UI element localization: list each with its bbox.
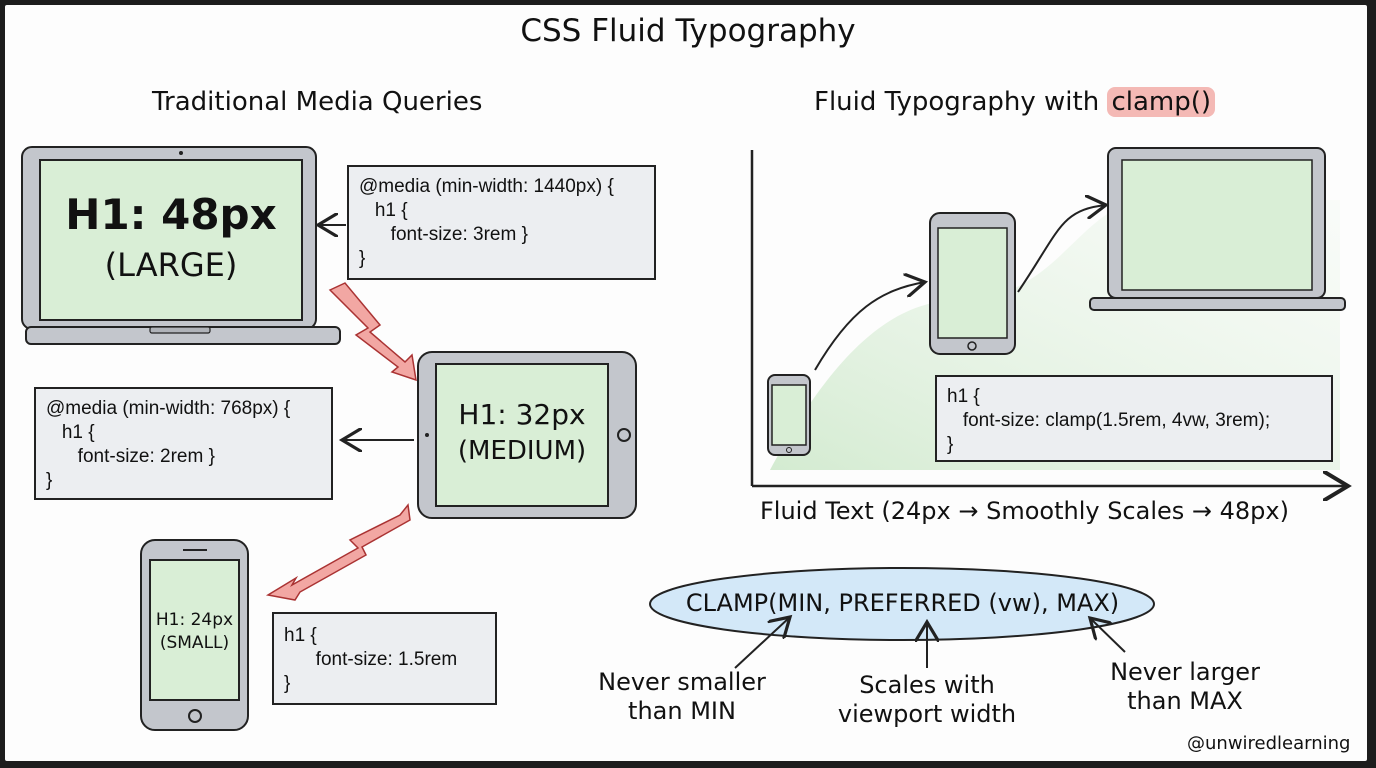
clamp-formula: CLAMP(MIN, PREFERRED (vw), MAX) — [685, 589, 1120, 617]
laptop-large-icon — [21, 146, 341, 345]
tablet-h1-size: H1: 32px — [458, 398, 586, 431]
annotation-min-line2: than MIN — [628, 697, 736, 725]
phone-size-label: (SMALL) — [159, 633, 230, 653]
tablet-medium-icon — [417, 351, 637, 519]
code-block-clamp: h1 { font-size: clamp(1.5rem, 4vw, 3rem)… — [935, 375, 1333, 462]
tablet-icon — [929, 212, 1016, 355]
page-title: CSS Fluid Typography — [520, 13, 856, 49]
lightning-arrow-icon — [265, 503, 411, 601]
arrow-to-max — [1090, 618, 1126, 653]
curve-arrow — [1017, 205, 1106, 293]
annotation-preferred-line2: viewport width — [837, 700, 1017, 728]
annotation-preferred-line1: Scales with — [859, 671, 995, 699]
annotation-min-line1: Never smaller — [598, 668, 766, 696]
tablet-size-label: (MEDIUM) — [457, 436, 587, 466]
laptop-icon — [1089, 147, 1346, 311]
lightning-arrow-icon — [328, 282, 417, 382]
curve-arrow — [814, 282, 925, 371]
clamp-highlight: clamp() — [1107, 87, 1216, 117]
phone-icon — [767, 374, 811, 456]
laptop-size-label: (LARGE) — [104, 246, 238, 284]
code-block-large: @media (min-width: 1440px) { h1 { font-s… — [347, 165, 656, 280]
fluid-heading-text: Fluid Typography with — [814, 87, 1108, 117]
phone-small-icon — [140, 539, 249, 731]
credit-handle: @unwiredlearning — [1187, 733, 1351, 754]
traditional-heading: Traditional Media Queries — [152, 87, 483, 117]
annotation-max-line2: than MAX — [1127, 687, 1243, 715]
annotation-max-line1: Never larger — [1110, 658, 1260, 686]
axis-label: Fluid Text (24px → Smoothly Scales → 48p… — [760, 497, 1289, 525]
code-block-medium: @media (min-width: 768px) { h1 { font-si… — [34, 387, 333, 500]
code-block-small: h1 { font-size: 1.5rem } — [272, 612, 497, 705]
laptop-h1-size: H1: 48px — [65, 190, 277, 239]
fluid-heading: Fluid Typography with clamp() — [814, 87, 1216, 118]
phone-h1-size: H1: 24px — [155, 610, 234, 630]
arrow-to-min — [734, 617, 790, 669]
